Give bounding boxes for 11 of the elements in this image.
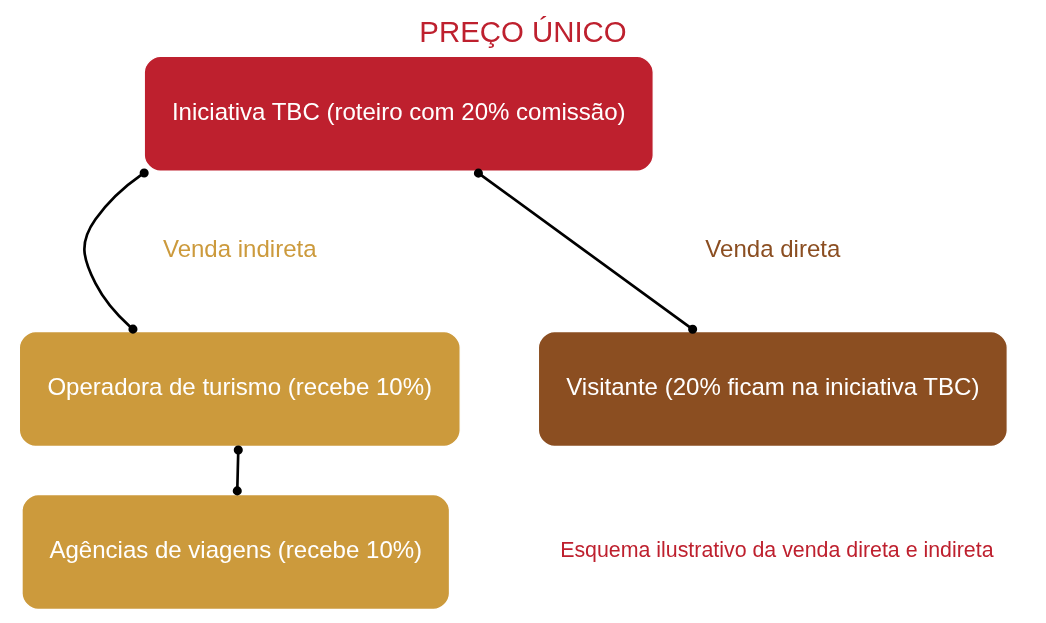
label: Venda indireta <box>162 235 317 263</box>
diagram-title: PREÇO ÚNICO <box>419 15 627 49</box>
connector <box>473 168 698 334</box>
connector <box>83 168 149 334</box>
node-box: Operadora de turismo (recebe 10%) <box>18 330 461 448</box>
node-box: Agências de viagens (recebe 10%) <box>21 493 451 611</box>
label: Venda direta <box>705 235 841 263</box>
caption: Esquema ilustrativo da venda direta e indireta <box>560 538 994 563</box>
node-box: Iniciativa TBC (roteiro com 20% comissão) <box>143 55 654 172</box>
node-box: Visitante (20% ficam na iniciativa TBC) <box>537 330 1008 448</box>
connector <box>232 445 243 496</box>
